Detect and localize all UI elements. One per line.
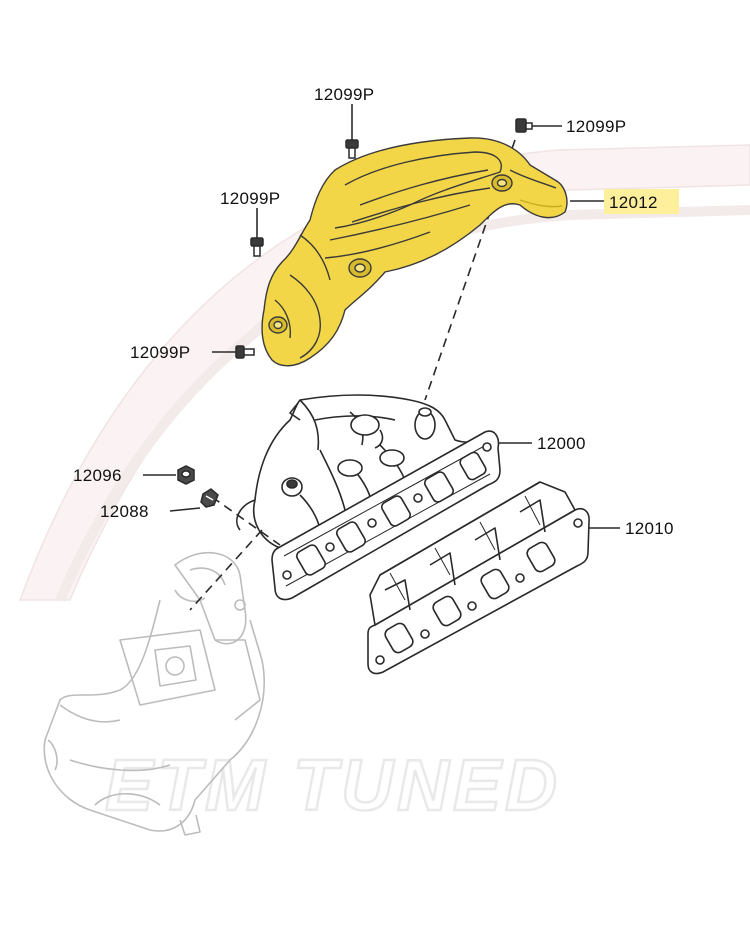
nut-icon[interactable]: [177, 465, 195, 485]
part-label-manifold-gasket[interactable]: 12010: [625, 519, 674, 538]
leader-lines: [143, 104, 620, 529]
heat-shield-body: [261, 137, 568, 367]
watermark-text: ETM TUNED: [105, 746, 561, 826]
bolt-icon[interactable]: [515, 118, 533, 133]
manifold-gasket[interactable]: [367, 481, 590, 675]
turbocharger-outline: [43, 551, 265, 836]
part-label-bolt-left-upper[interactable]: 12099P: [220, 189, 280, 208]
bolt-icon[interactable]: [235, 345, 255, 359]
part-label-stud[interactable]: 12088: [100, 502, 149, 521]
bolt-icon[interactable]: [345, 139, 359, 159]
part-label-bolt-top[interactable]: 12099P: [314, 85, 374, 104]
label-highlight: [604, 189, 679, 214]
part-label-nut[interactable]: 12096: [73, 466, 122, 485]
bolt-icon[interactable]: [250, 237, 264, 257]
part-labels: 12099P 12099P 12099P 12099P 12012 12000 …: [73, 85, 674, 538]
part-label-bolt-left-lower[interactable]: 12099P: [130, 343, 190, 362]
heat-shield[interactable]: [261, 137, 568, 367]
part-label-exhaust-manifold[interactable]: 12000: [537, 434, 586, 453]
exhaust-manifold[interactable]: [236, 394, 501, 601]
part-label-heat-shield[interactable]: 12012: [609, 193, 658, 212]
part-label-bolt-top-right[interactable]: 12099P: [566, 117, 626, 136]
stud-icon[interactable]: [200, 488, 219, 508]
